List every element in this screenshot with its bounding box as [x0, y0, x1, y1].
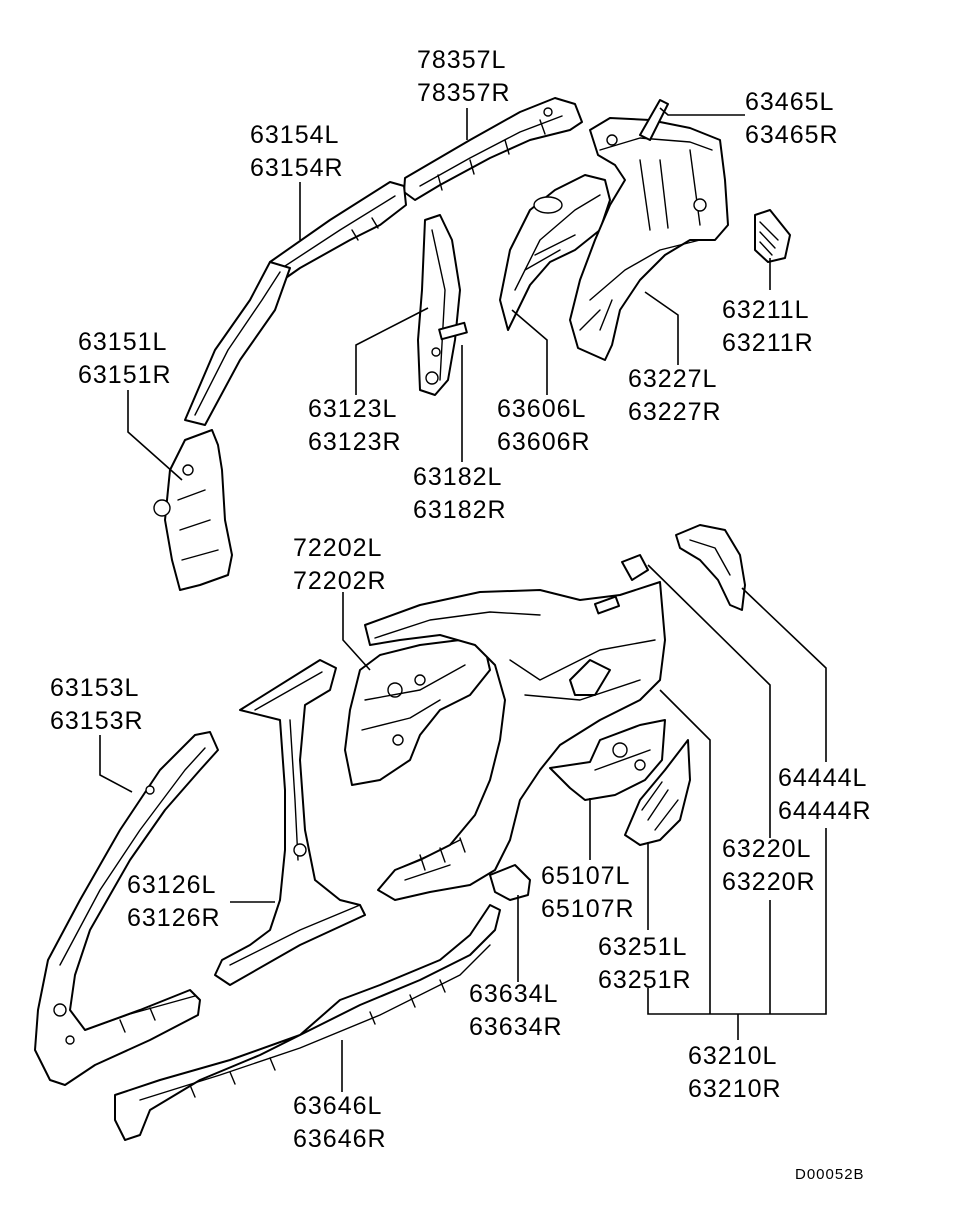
part-clip-upper[interactable]: [621, 554, 649, 581]
label-64444-l: 64444L: [778, 764, 867, 792]
part-63126-center-pillar[interactable]: [214, 659, 366, 986]
label-63123-r: 63123R: [308, 428, 402, 456]
part-63151-front-pillar[interactable]: [153, 261, 291, 591]
label-63227-r: 63227R: [628, 398, 722, 426]
label-65107-r: 65107R: [541, 895, 635, 923]
label-63151-r: 63151R: [78, 361, 172, 389]
label-63154-l: 63154L: [250, 121, 339, 149]
label-63211-r: 63211R: [722, 329, 814, 357]
label-63220-r: 63220R: [722, 868, 816, 896]
label-63227-l: 63227L: [628, 365, 717, 393]
label-63154-r: 63154R: [250, 154, 344, 182]
label-64444-r: 64444R: [778, 797, 872, 825]
label-63606-r: 63606R: [497, 428, 591, 456]
leader-lines: [99, 107, 827, 1092]
label-63210-l: 63210L: [688, 1042, 777, 1070]
label-63646-r: 63646R: [293, 1125, 387, 1153]
part-65107-bracket[interactable]: [549, 719, 666, 801]
label-63646-l: 63646L: [293, 1092, 382, 1120]
label-78357-l: 78357L: [417, 46, 506, 74]
label-63151-l: 63151L: [78, 328, 167, 356]
part-63646-side-sill[interactable]: [114, 904, 501, 1141]
part-63211-bracket[interactable]: [754, 209, 791, 263]
label-72202-r: 72202R: [293, 567, 387, 595]
label-78357-r: 78357R: [417, 79, 511, 107]
part-63153-front-pillar[interactable]: [34, 731, 219, 1086]
part-78357-roof-rail-rear[interactable]: [403, 97, 583, 201]
label-63634-l: 63634L: [469, 980, 558, 1008]
label-63153-r: 63153R: [50, 707, 144, 735]
label-63634-r: 63634R: [469, 1013, 563, 1041]
label-63126-r: 63126R: [127, 904, 221, 932]
part-63123-center-pillar-inner[interactable]: [417, 214, 468, 396]
part-63606-wheelhouse-inner[interactable]: [499, 174, 611, 331]
part-63154-roof-rail[interactable]: [269, 181, 407, 283]
label-63220-l: 63220L: [722, 835, 811, 863]
part-72202-quarter-inner[interactable]: [344, 639, 491, 786]
label-63465-l: 63465L: [745, 88, 834, 116]
label-63465-r: 63465R: [745, 121, 839, 149]
part-63634-bracket[interactable]: [489, 864, 531, 901]
label-63251-l: 63251L: [598, 933, 687, 961]
label-63210-r: 63210R: [688, 1075, 782, 1103]
part-63251-panel[interactable]: [624, 739, 691, 846]
part-64444-rear-bracket[interactable]: [675, 524, 746, 611]
label-63606-l: 63606L: [497, 395, 586, 423]
label-63251-r: 63251R: [598, 966, 692, 994]
part-labels: 78357L 78357R 63465L 63465R 63154L 63154…: [50, 46, 872, 1183]
label-63123-l: 63123L: [308, 395, 397, 423]
drawing-code: D00052B: [795, 1166, 865, 1183]
label-65107-l: 65107L: [541, 862, 630, 890]
label-63153-l: 63153L: [50, 674, 139, 702]
label-63182-r: 63182R: [413, 496, 507, 524]
label-72202-l: 72202L: [293, 534, 382, 562]
part-63220-quarter-panel[interactable]: [364, 581, 666, 901]
label-63182-l: 63182L: [413, 463, 502, 491]
label-63211-l: 63211L: [722, 296, 810, 324]
part-63227-wheelhouse-outer[interactable]: [569, 99, 729, 361]
label-63126-l: 63126L: [127, 871, 216, 899]
